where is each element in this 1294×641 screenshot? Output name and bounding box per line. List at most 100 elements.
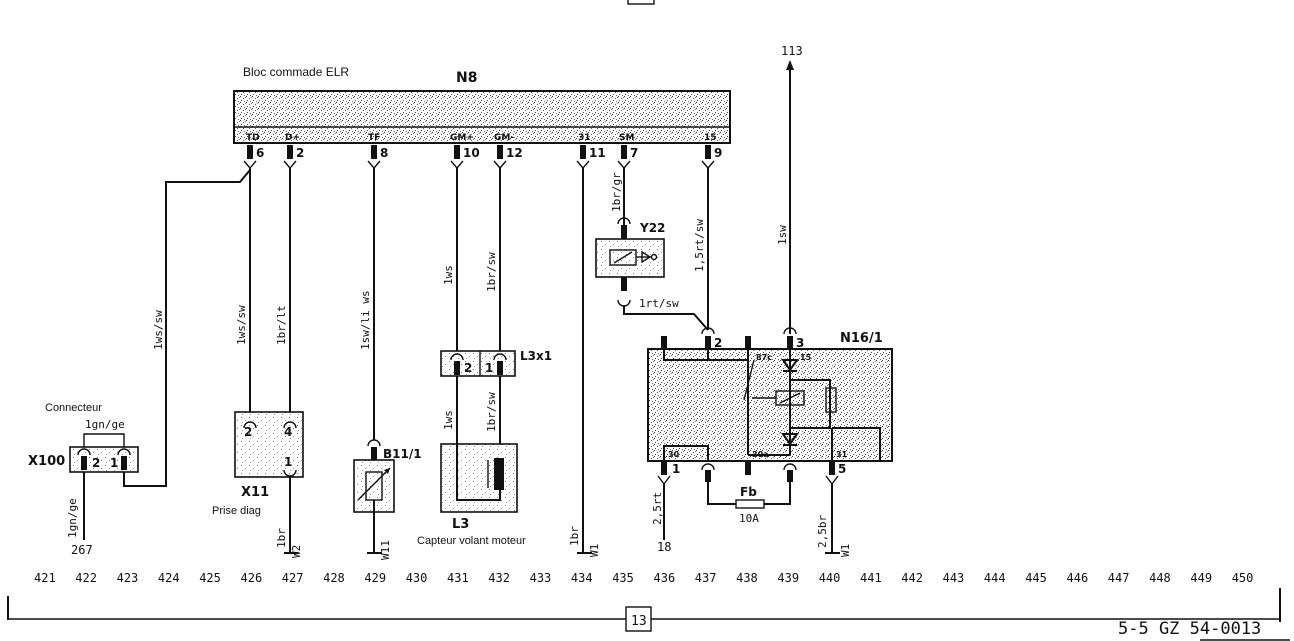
n16-pin: 3 [796,336,804,350]
column-number: 430 [406,571,428,585]
x100-description: Connecteur [45,402,102,414]
column-number: 422 [75,571,97,585]
wire-label: 1br/sw [485,392,498,432]
wire-label: 1br [275,528,288,548]
column-number: 432 [488,571,510,585]
column-number: 433 [530,571,552,585]
n8-pin-socket [243,160,257,170]
column-number: 435 [612,571,634,585]
n16-id: N16/1 [840,331,883,346]
n16-terminal: 30 [668,450,680,459]
n8-pin-number: 2 [296,146,304,160]
document-code: 5-5 GZ 54-0013 [1118,619,1261,639]
n16-pin: 2 [714,336,722,350]
y22-id: Y22 [639,221,665,235]
n8-pin-contact [247,145,253,159]
column-number: 443 [943,571,965,585]
wire-td-x100 [123,169,251,487]
page-marker-box [625,606,652,632]
x11-id: X11 [241,485,269,500]
footer: 13 5-5 GZ 54-0013 [7,588,1290,641]
column-number: 425 [199,571,221,585]
x11-description: Prise diag [212,505,261,517]
wire-label: 1rt/sw [639,297,679,310]
x100-pin: 2 [92,456,100,470]
ground-ref: W1 [588,544,601,557]
x11-diag-socket: 2 4 1 X11 Prise diag [212,411,304,554]
x100-id: X100 [28,454,65,469]
n8-pin-socket [701,160,715,170]
n16-terminal: 87c [756,353,772,362]
l3x1-id: L3x1 [520,349,552,363]
b11-sensor: B11/1 [353,439,422,554]
wire-label: 1,5rt/sw [693,219,706,272]
fuse-icon [735,499,765,509]
n8-pin-contact [287,145,293,159]
n8-pin-contact [371,145,377,159]
x100-connector: Connecteur X100 2 1 [28,402,139,540]
n8-terminal: 15 [704,133,717,143]
wire-label: 1sw/li ws [359,290,372,350]
n8-pin-number: 6 [256,146,264,160]
n16-terminal: 30a [752,450,769,459]
wire-label: 1sw [776,225,789,245]
column-number: 428 [323,571,345,585]
wire-label: 1ws/sw [235,305,248,345]
l3-sensor: L3 Capteur volant moteur [417,443,526,547]
n8-pin-number: 11 [589,146,606,160]
n8-pin-contact [454,145,460,159]
column-number: 449 [1190,571,1212,585]
column-number: 423 [117,571,139,585]
n16-relay: N16/1 2 3 87c 15 30 30a 31 1 [647,327,893,554]
column-number: 426 [241,571,263,585]
column-number: 446 [1067,571,1089,585]
n8-body [233,90,731,144]
x11-pin: 2 [244,425,252,439]
wire-label: 1gn/ge [85,418,125,431]
ground-ref: W2 [290,545,303,558]
n8-pin-number: 8 [380,146,388,160]
l3x1-pin: 1 [485,361,493,375]
x11-pin: 1 [284,455,292,469]
top-page-marker [627,0,655,5]
n8-pin-number: 10 [463,146,480,160]
wire-label: 1br [568,526,581,546]
column-number: 424 [158,571,180,585]
ref-113: 113 [781,44,803,58]
n8-pin-contact [621,145,627,159]
l3-description: Capteur volant moteur [417,535,526,547]
n8-pin-socket [283,160,297,170]
wire-label: 1gn/ge [66,498,79,538]
wires [123,60,794,554]
n8-pin-socket [493,160,507,170]
wire-label: 1ws/sw [152,310,165,350]
l3x1-pin: 2 [464,361,472,375]
n8-pin-socket [576,160,590,170]
column-number: 436 [654,571,676,585]
n8-pin-number: 9 [714,146,722,160]
wire-label: 1br/lt [275,305,288,345]
column-number: 431 [447,571,469,585]
x100-pin: 1 [110,456,118,470]
column-number: 448 [1149,571,1171,585]
column-number: 447 [1108,571,1130,585]
wire-label: 1ws [442,265,455,285]
n16-pin: 5 [838,462,846,476]
n8-terminal: TD [246,133,260,143]
n8-pin-number: 12 [506,146,523,160]
column-number: 427 [282,571,304,585]
column-number: 438 [736,571,758,585]
column-number: 437 [695,571,717,585]
n8-terminal: 31 [578,133,591,143]
fuse-rating: 10A [739,512,759,525]
column-number: 434 [571,571,593,585]
n8-control-unit: Bloc commade ELR N8 TD D+ TF GM+ GM- 31 … [233,65,731,144]
y22-actuator: Y22 [595,217,665,307]
n8-terminal: SM [619,133,634,143]
wire-label: 1br/sw [485,252,498,292]
n8-pin-socket [617,160,631,170]
n8-pin-contact [497,145,503,159]
wire-label: 1br/gr [610,172,623,212]
column-number: 445 [1025,571,1047,585]
